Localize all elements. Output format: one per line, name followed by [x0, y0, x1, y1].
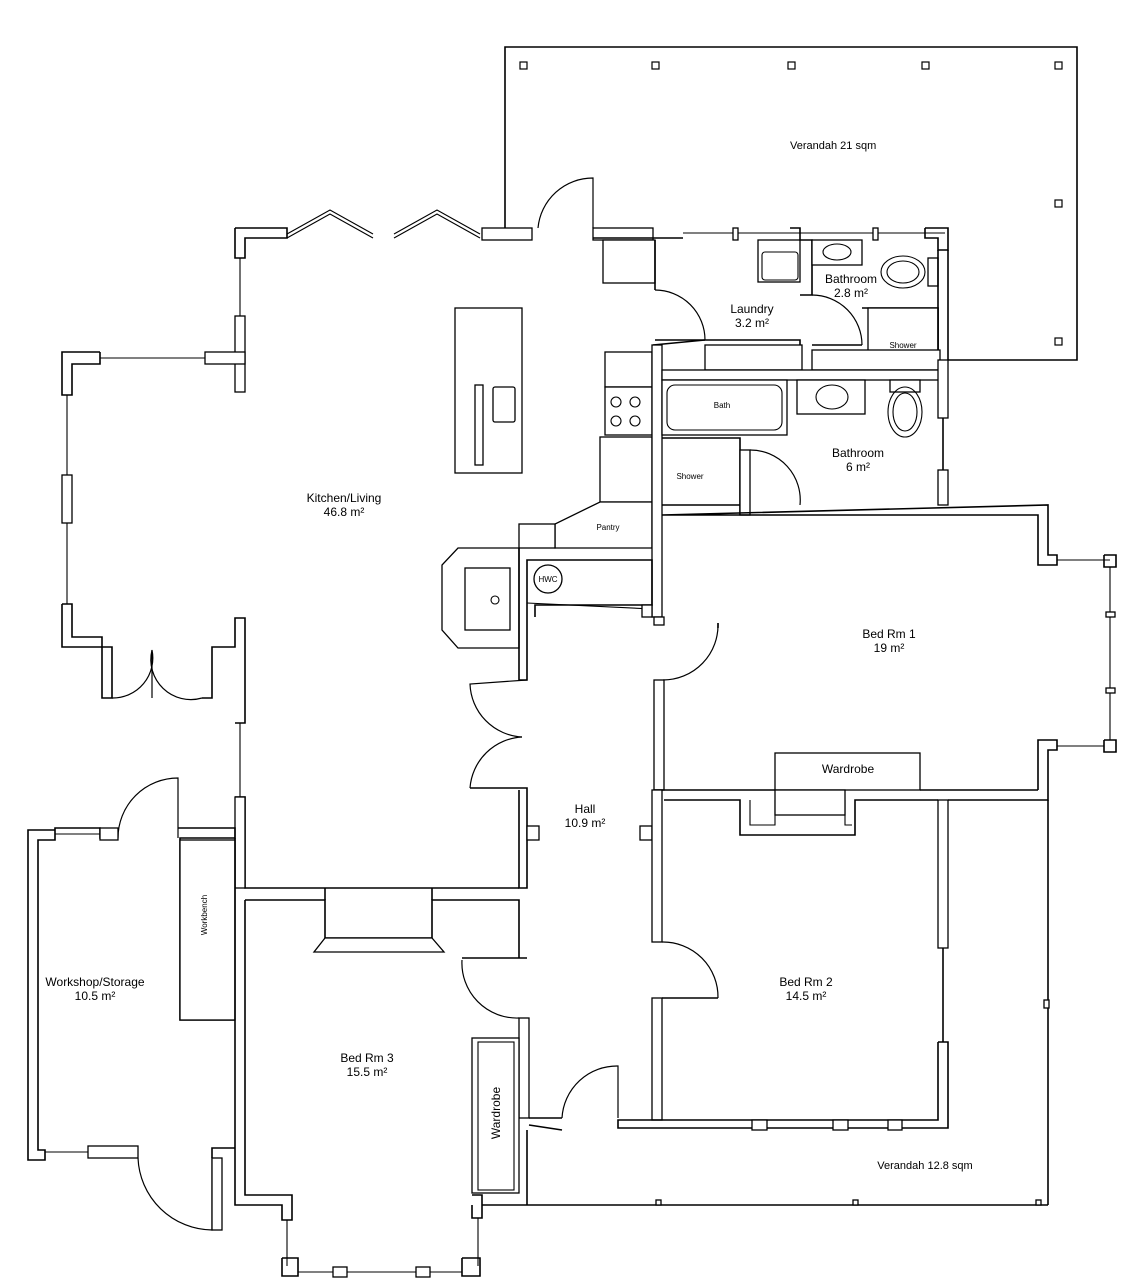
hwc-area	[441, 547, 653, 681]
verandah-top	[504, 46, 1078, 361]
bathroom-small-name: Bathroom	[825, 272, 877, 286]
verandah-bottom-label: Verandah 12.8 sqm	[877, 1160, 972, 1172]
verandah-post	[519, 61, 528, 70]
bed-room-1	[653, 554, 1117, 836]
kitchen-counters	[518, 351, 653, 549]
hwc-label: HWC	[538, 575, 557, 584]
bed1-area: 19 m²	[874, 641, 905, 655]
laundry-area: 3.2 m²	[735, 316, 769, 330]
shower-main-label: Shower	[676, 472, 703, 481]
workshop-name: Workshop/Storage	[45, 975, 144, 989]
verandah-post	[651, 61, 660, 70]
bathroom-main-name: Bathroom	[832, 446, 884, 460]
bathroom-small-area: 2.8 m²	[834, 286, 868, 300]
laundry-name: Laundry	[730, 302, 773, 316]
bed3-name: Bed Rm 3	[340, 1051, 394, 1065]
outer-walls	[61, 209, 533, 797]
kitchen-island	[454, 307, 523, 474]
central-walls	[651, 344, 1058, 618]
verandah-top-label: Verandah 21 sqm	[790, 140, 876, 152]
pantry-label: Pantry	[596, 523, 619, 532]
bed1-name: Bed Rm 1	[862, 627, 916, 641]
kitchen-living-area: 46.8 m²	[324, 505, 365, 519]
workshop-area: 10.5 m²	[75, 989, 116, 1003]
verandah-post	[921, 61, 930, 70]
wardrobe-bed1-label: Wardrobe	[822, 762, 875, 776]
bed2-name: Bed Rm 2	[779, 975, 833, 989]
shower-small-label: Shower	[889, 341, 916, 350]
bed3-area: 15.5 m²	[347, 1065, 388, 1079]
verandah-bottom	[482, 1130, 1048, 1206]
hall-name: Hall	[575, 802, 596, 816]
bath-label: Bath	[714, 401, 730, 410]
bathroom-main-area: 6 m²	[846, 460, 870, 474]
workshop	[27, 777, 236, 1231]
laundry-block	[593, 227, 949, 371]
hall	[469, 679, 719, 999]
verandah-post	[1054, 61, 1063, 70]
kitchen-living-name: Kitchen/Living	[307, 491, 382, 505]
bed-room-3	[234, 796, 619, 1278]
verandah-post	[1054, 337, 1063, 346]
bed-room-2	[617, 799, 1050, 1205]
bed2-area: 14.5 m²	[786, 989, 827, 1003]
hall-area: 10.9 m²	[565, 816, 606, 830]
wardrobe-bed3-label: Wardrobe	[489, 1087, 503, 1140]
verandah-post	[1054, 199, 1063, 208]
verandah-post	[787, 61, 796, 70]
workbench-label: Workbench	[200, 895, 209, 935]
